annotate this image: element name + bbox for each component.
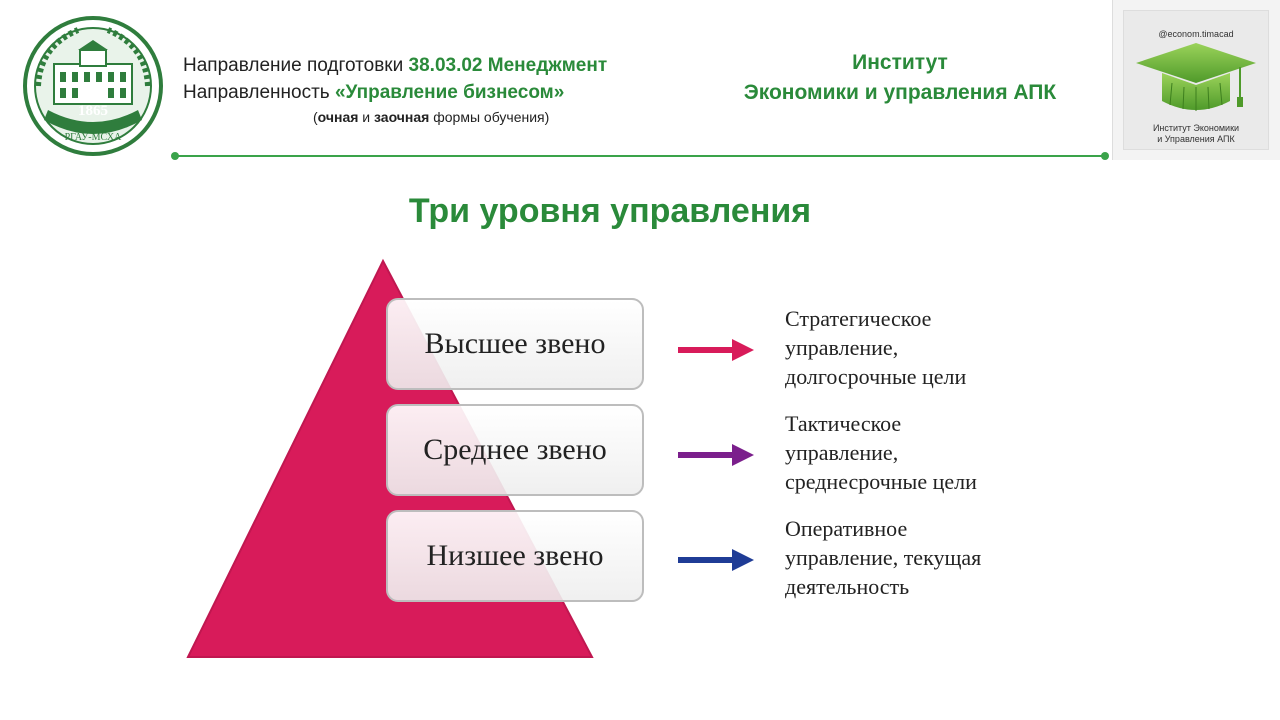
level-bottom-description: Оперативное управление, текущая деятельн… — [785, 514, 1085, 601]
focus-label: Направленность — [183, 82, 330, 103]
header-divider — [175, 155, 1105, 157]
institute-name: Институт Экономики и управления АПК — [700, 48, 1100, 108]
level-middle: Среднее звено — [386, 404, 644, 496]
institute-line-1: Институт — [700, 48, 1100, 78]
focus-value: «Управление бизнесом» — [335, 82, 564, 103]
direction-value: 38.03.02 Менеджмент — [409, 55, 608, 76]
graduation-cap-icon — [1136, 43, 1256, 119]
badge-card: @econom.timacad Институт Экономики и Упр… — [1123, 10, 1269, 150]
form-full-time: очная — [318, 109, 359, 125]
divider-dot-left — [171, 152, 179, 160]
institute-badge: @econom.timacad Институт Экономики и Упр… — [1112, 0, 1280, 160]
level-bottom: Низшее звено — [386, 510, 644, 602]
logo-year: 1865 — [78, 103, 108, 119]
level-middle-description: Тактическое управление, среднесрочные це… — [785, 409, 1085, 496]
direction-label: Направление подготовки — [183, 55, 403, 76]
focus-line: Направленность «Управление бизнесом» — [183, 79, 607, 106]
program-info: Направление подготовки 38.03.02 Менеджме… — [183, 52, 607, 128]
badge-handle: @econom.timacad — [1124, 29, 1268, 39]
arrow-right-icon — [676, 548, 756, 572]
level-top-description: Стратегическое управление, долгосрочные … — [785, 304, 1085, 391]
study-forms: (очная и заочная формы обучения) — [313, 106, 607, 128]
divider-dot-right — [1101, 152, 1109, 160]
level-top: Высшее звено — [386, 298, 644, 390]
university-logo: 1865 РГАУ-МСХА — [18, 16, 168, 156]
badge-caption: Институт Экономики и Управления АПК — [1124, 123, 1268, 145]
form-part-time: заочная — [374, 109, 429, 125]
institute-line-2: Экономики и управления АПК — [700, 78, 1100, 108]
arrow-right-icon — [676, 443, 756, 467]
arrow-right-icon — [676, 338, 756, 362]
logo-name: РГАУ-МСХА — [65, 132, 123, 143]
slide-title: Три уровня управления — [350, 192, 870, 231]
direction-line: Направление подготовки 38.03.02 Менеджме… — [183, 52, 607, 79]
